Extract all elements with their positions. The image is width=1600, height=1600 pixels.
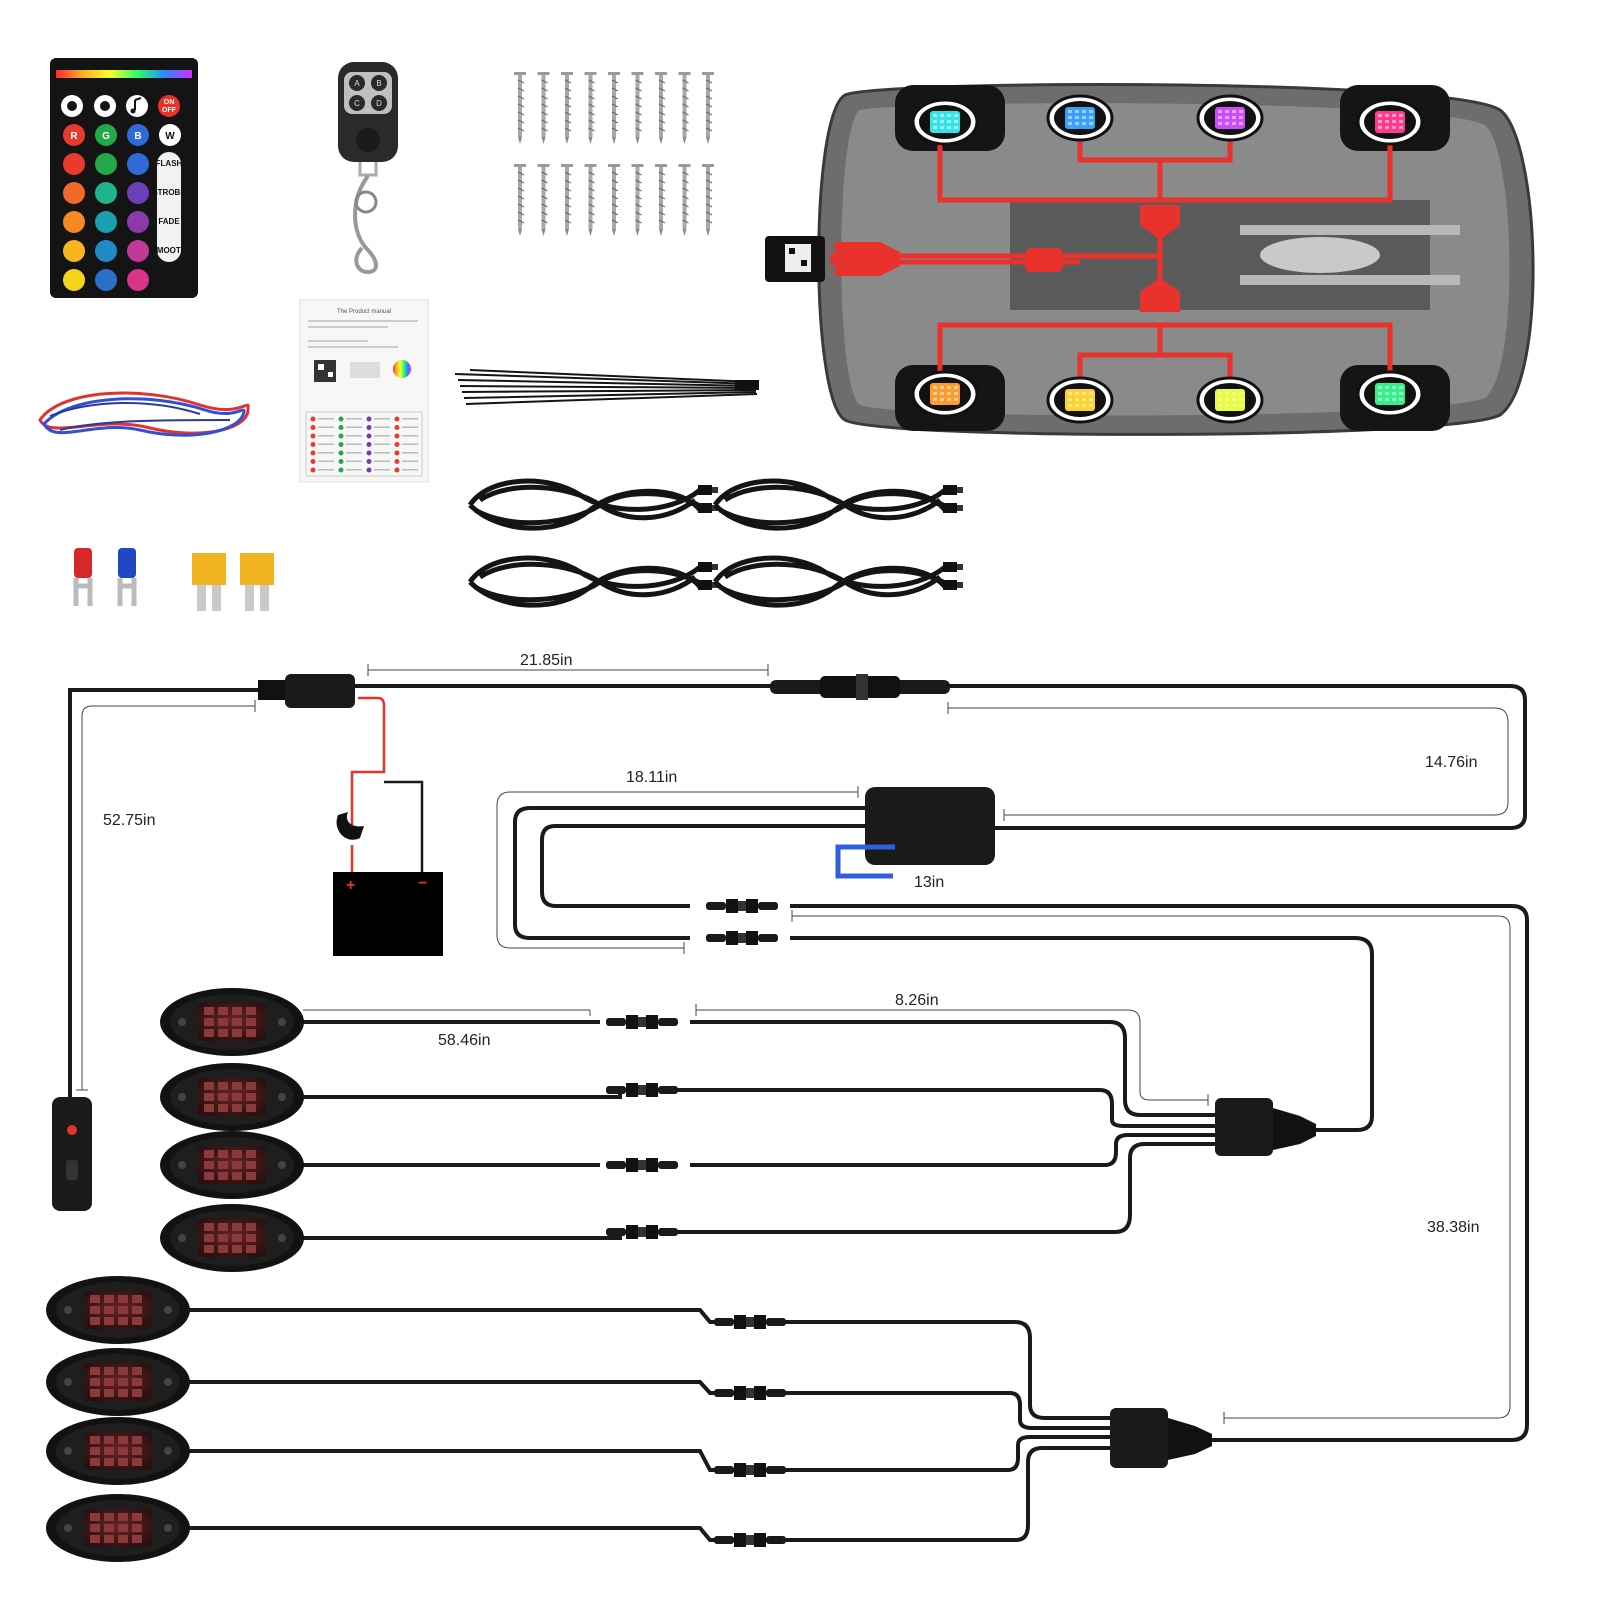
remote-key-label: G [102,131,110,142]
remote-key-label: W [165,131,175,142]
dim-38-38: 38.38in [1427,1219,1480,1236]
manual-title: The Product manual [337,309,391,315]
car-rock-light [1046,94,1114,142]
pod-inline-connector [714,1533,786,1547]
remote-color-key [127,269,149,291]
remote-side-key: FADE [158,217,180,226]
dim-21-85: 21.85in [520,652,573,669]
remote-color-key [95,182,117,204]
fob-button-d: D [371,95,387,111]
gear-icon [94,95,116,117]
car-underbody [765,83,1535,436]
remote-color-key [63,153,85,175]
remote-color-key [95,240,117,262]
remote-side-key: STROBE [152,188,186,197]
rock-light-pod [160,1131,304,1199]
remote-color-key [127,153,149,175]
remote-side-key: FLASH [156,159,183,168]
fob-button-a: A [349,75,365,91]
remote-key-r: R [63,124,85,146]
car-rock-light [1196,376,1264,424]
extension-cables [470,481,963,605]
remote-color-key [95,211,117,233]
switch-box [52,1097,92,1211]
rock-light-pod [160,1063,304,1131]
car-rock-light [911,370,979,418]
pod-inline-connector [606,1083,678,1097]
remote-color-key [95,153,117,175]
rock-light-pod [46,1494,190,1562]
dim-13: 13in [914,874,944,891]
key-fob: A B C D [338,62,398,275]
screws [513,71,715,237]
fob-button-label: D [376,99,382,108]
remote-key-g: G [95,124,117,146]
car-rock-light [911,98,979,146]
battery: + − [333,872,443,956]
remote-key-label: R [70,131,78,142]
car-rock-light [1196,94,1264,142]
rock-light-pod [46,1417,190,1485]
pod-inline-connector [714,1386,786,1400]
dim-14-76: 14.76in [1425,754,1478,771]
top-inline-connector [770,674,950,700]
cable-ties [454,369,759,405]
remote-color-key [63,182,85,204]
car-rock-light [1356,98,1424,146]
fob-button-label: B [376,79,381,88]
gear-icon [61,95,83,117]
main-wiring [68,684,1529,1542]
pod-inline-connector [714,1315,786,1329]
remote-key-w: W [159,124,181,146]
remote-color-key [127,211,149,233]
product-manual: The Product manual [299,299,429,483]
pod-inline-connector [714,1463,786,1477]
power-button-label: OFF [162,107,177,114]
negative-wire [384,780,424,875]
rock-light-pod [46,1276,190,1344]
fork-terminals [73,548,137,606]
battery-minus: − [418,875,427,892]
bluetooth-controller-box [835,787,995,879]
positive-wire [350,696,386,825]
remote-color-key [95,269,117,291]
dim-18-11: 18.11in [626,769,677,786]
remote-key-label: B [134,131,141,142]
remote-color-key [63,211,85,233]
power-button-label: ON [164,99,175,106]
dim-58-46: 58.46in [438,1032,491,1049]
fob-button-c: C [349,95,365,111]
inline-fuse-holder [336,812,364,840]
hub-lower [1110,1408,1212,1468]
power-wire-coil [38,391,250,437]
remote-key-b: B [127,124,149,146]
hub-upper [1215,1098,1316,1156]
car-rock-light [1046,376,1114,424]
power-connector [258,674,355,708]
remote-side-key: SMOOTH [151,246,186,255]
controller-connectors [706,899,778,945]
dim-52-75: 52.75in [103,812,156,829]
fuses [192,553,274,611]
rock-light-pod [46,1348,190,1416]
dimension-lines [76,664,1511,1424]
remote-color-key [63,269,85,291]
pod-inline-connector [606,1158,678,1172]
pod-inline-connector [606,1015,678,1029]
remote-color-key [127,240,149,262]
dim-8-26: 8.26in [895,992,939,1009]
rock-light-pod [160,988,304,1056]
battery-plus: + [346,877,355,894]
car-rock-light [1356,370,1424,418]
music-icon [126,95,148,117]
rock-light-pod [160,1204,304,1272]
remote-color-key [127,182,149,204]
fob-button-label: C [354,99,360,108]
fob-button-b: B [371,75,387,91]
fob-button-label: A [354,79,360,88]
remote-color-key [63,240,85,262]
